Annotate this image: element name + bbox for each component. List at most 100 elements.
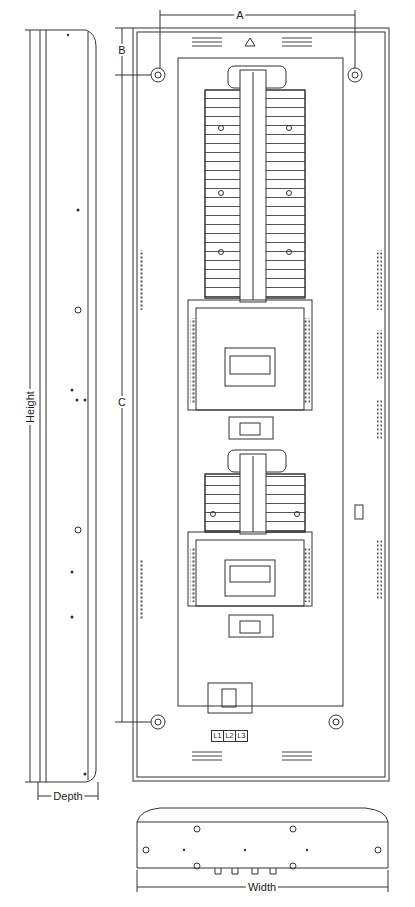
drawing-stroke — [240, 621, 260, 633]
drawing-stroke — [40, 30, 96, 782]
dimension-label: Depth — [51, 790, 84, 802]
drawing-stroke — [287, 191, 292, 196]
drawing-stroke — [219, 126, 292, 255]
drawing-stroke — [194, 863, 200, 869]
drawing-stroke — [240, 70, 266, 302]
drawing-stroke — [76, 399, 79, 402]
drawing-stroke — [46, 30, 47, 782]
drawing-stroke — [190, 548, 196, 602]
side-view — [25, 30, 98, 800]
dimension-label: Width — [246, 881, 278, 893]
drawing-stroke — [188, 532, 312, 606]
mounting-hole — [151, 68, 362, 729]
drawing-stroke — [219, 126, 224, 131]
drawing-stroke — [290, 863, 296, 869]
drawing-stroke — [160, 15, 355, 16]
drawing-stroke — [377, 330, 382, 380]
drawing-stroke — [375, 847, 381, 853]
drawing-stroke — [67, 34, 87, 776]
drawing-stroke — [230, 566, 270, 582]
drawing-stroke — [84, 399, 87, 402]
drawing-stroke — [304, 318, 310, 404]
phase-tag: L3 — [235, 730, 248, 742]
drawing-stroke — [253, 456, 254, 532]
drawing-stroke — [192, 752, 222, 753]
drawing-stroke — [139, 250, 144, 310]
drawing-stroke — [192, 46, 222, 47]
drawing-stroke — [196, 308, 304, 410]
dimension-label: Height — [24, 389, 36, 425]
drawing-stroke — [115, 75, 151, 76]
drawing-stroke — [253, 72, 254, 300]
drawing-stroke — [219, 191, 224, 196]
drawing-stroke — [188, 300, 312, 410]
drawing-stroke — [215, 868, 276, 874]
drawing-stroke — [139, 560, 144, 620]
drawing-stroke — [133, 28, 389, 781]
drawing-stroke — [139, 250, 382, 620]
drawing-stroke — [137, 808, 388, 868]
dimension-label: C — [116, 396, 128, 408]
drawing-stroke — [282, 756, 312, 757]
drawing-stroke — [190, 318, 196, 404]
drawing-stroke — [115, 722, 151, 723]
drawing-stroke — [282, 42, 312, 43]
drawing-stroke — [355, 10, 356, 68]
drawing-stroke — [183, 849, 308, 851]
drawing-stroke — [151, 68, 165, 82]
drawing-stroke — [348, 68, 362, 82]
drawing-stroke — [115, 28, 133, 29]
drawing-stroke — [240, 454, 266, 534]
phase-text: L1 — [214, 732, 222, 740]
drawing-stroke — [155, 72, 161, 78]
drawing-stroke — [229, 417, 273, 439]
drawing-stroke — [211, 512, 216, 517]
drawing-stroke — [183, 849, 185, 851]
phase-text: L3 — [238, 732, 246, 740]
drawing-stroke — [192, 38, 312, 760]
drawing-stroke — [304, 548, 310, 602]
drawing-stroke — [219, 250, 224, 255]
drawing-stroke — [84, 773, 87, 776]
drawing-stroke — [290, 826, 296, 832]
drawing-stroke — [137, 822, 388, 823]
drawing-stroke — [67, 34, 69, 36]
drawing-stroke — [282, 760, 312, 761]
drawing-stroke — [355, 505, 363, 519]
drawing-stroke — [244, 849, 246, 851]
drawing-stroke — [98, 782, 99, 800]
drawing-stroke — [282, 752, 312, 753]
drawing-stroke — [287, 250, 292, 255]
drawing-stroke — [196, 540, 304, 606]
drawing-stroke — [245, 38, 255, 46]
front-view — [115, 10, 389, 781]
drawing-stroke — [194, 826, 200, 832]
drawing-stroke — [230, 356, 270, 374]
drawing-stroke — [25, 782, 40, 783]
drawing-stroke — [225, 560, 275, 596]
drawing-stroke — [151, 715, 165, 729]
drawing-stroke — [77, 209, 80, 212]
drawing-stroke — [329, 715, 343, 729]
drawing-stroke — [143, 847, 149, 853]
drawing-stroke — [75, 307, 81, 313]
drawing-stroke — [178, 58, 343, 706]
drawing-stroke — [71, 571, 74, 574]
drawing-stroke — [192, 38, 222, 39]
drawing-stroke — [137, 870, 138, 892]
phase-text: L2 — [226, 732, 234, 740]
bottom-view — [137, 808, 388, 892]
drawing-stroke — [208, 683, 252, 713]
drawing-stroke — [282, 46, 312, 47]
drawing-stroke — [295, 512, 300, 517]
drawing-stroke — [287, 126, 292, 131]
drawing-stroke — [137, 32, 385, 777]
drawing-stroke — [352, 72, 358, 78]
drawing-stroke — [192, 756, 222, 757]
drawing-stroke — [333, 719, 339, 725]
dimension-label: A — [234, 9, 245, 21]
drawing-stroke — [229, 615, 273, 637]
drawing-stroke — [222, 689, 236, 707]
drawing-stroke — [192, 42, 222, 43]
